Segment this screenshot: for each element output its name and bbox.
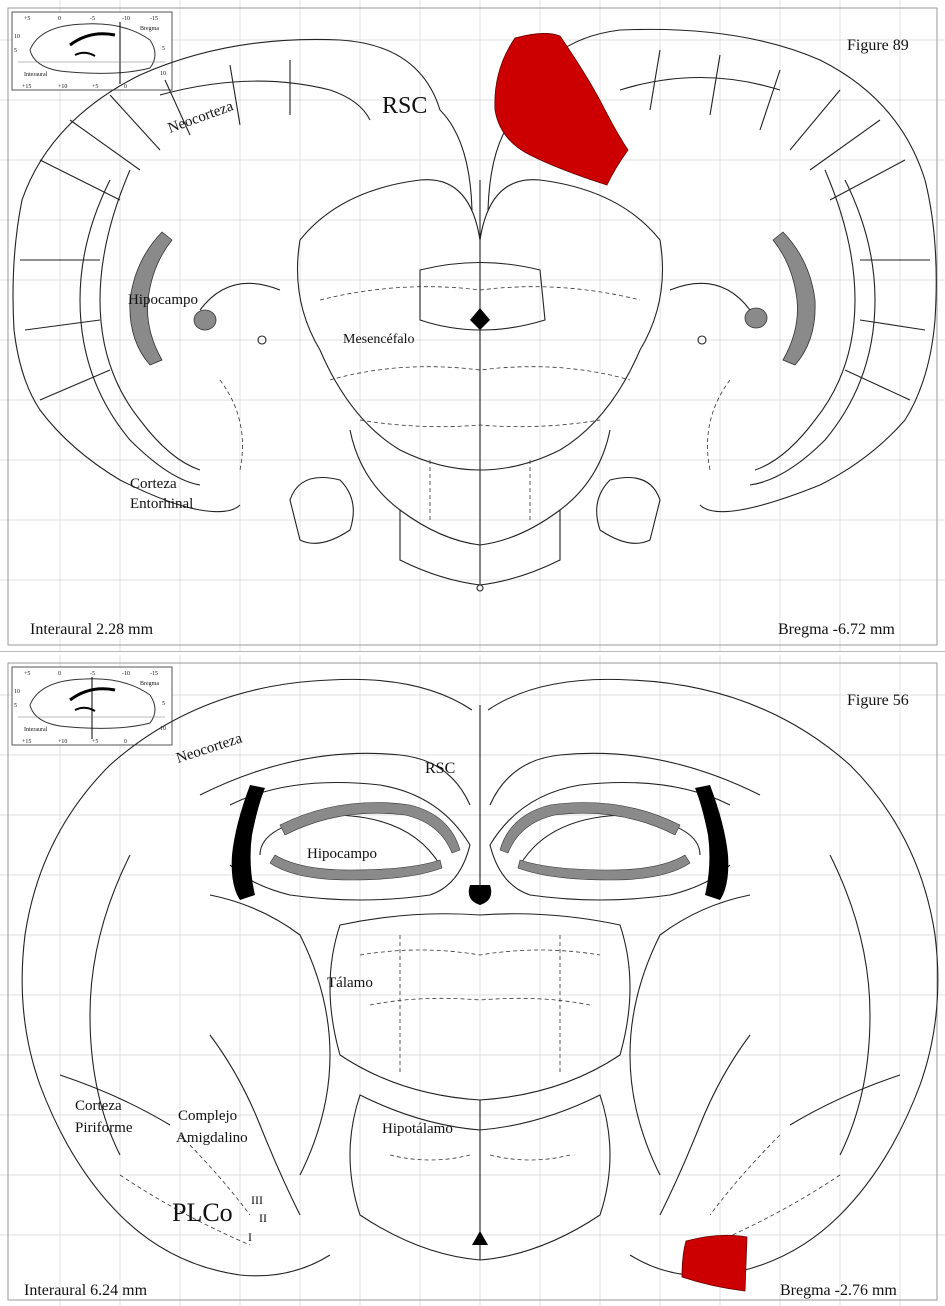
label-layer-i: I bbox=[248, 1230, 252, 1244]
label-neocortex: Neocorteza bbox=[174, 730, 244, 766]
ventricle-tip bbox=[472, 1231, 488, 1245]
inset-left-tick: 10 bbox=[14, 34, 20, 40]
bregma-coordinate: Bregma -6.72 mm bbox=[778, 621, 895, 638]
reference-grid bbox=[0, 655, 945, 1306]
hippocampus-band-right bbox=[518, 855, 690, 880]
cerebral-aqueduct bbox=[470, 308, 490, 330]
label-hippocampus: Hipocampo bbox=[128, 292, 198, 308]
atlas-plate-figure-89: +5 0 -5 -10 -15 Bregma Interaural +15 +1… bbox=[0, 0, 945, 651]
label-hippocampus: Hipocampo bbox=[307, 846, 377, 862]
inset-right-tick: 5 bbox=[162, 46, 165, 52]
inset-bottom-tick: 0 bbox=[124, 739, 127, 745]
plco-highlight-region bbox=[682, 1235, 747, 1291]
hippocampus-spot-left bbox=[194, 310, 216, 330]
figure-number: Figure 56 bbox=[847, 692, 909, 709]
inset-bottom-tick: +15 bbox=[22, 84, 31, 90]
bregma-coordinate: Bregma -2.76 mm bbox=[780, 1282, 897, 1299]
atlas-plate-figure-56: +5 0 -5 -10 -15 Bregma Interaural +15 +1… bbox=[0, 655, 945, 1306]
inset-bottom-tick: +5 bbox=[92, 739, 98, 745]
sagittal-inset: +5 0 -5 -10 -15 Bregma Interaural +15 +1… bbox=[12, 667, 172, 745]
inset-bottom-tick: +10 bbox=[58, 739, 67, 745]
inset-left-tick: 5 bbox=[14, 703, 17, 709]
label-hypothalamus: Hipotálamo bbox=[382, 1121, 453, 1137]
coronal-section-drawing: +5 0 -5 -10 -15 Bregma Interaural +15 +1… bbox=[0, 0, 945, 651]
hippocampus-spot-right bbox=[745, 308, 767, 328]
inset-bottom-tick: 0 bbox=[124, 84, 127, 90]
interaural-coordinate: Interaural 2.28 mm bbox=[30, 621, 154, 638]
label-layer-ii: II bbox=[259, 1211, 267, 1225]
inset-bottom-tick: +5 bbox=[92, 84, 98, 90]
inset-interaural-label: Interaural bbox=[24, 727, 48, 733]
inset-left-tick: 5 bbox=[14, 48, 17, 54]
inset-top-tick: -5 bbox=[90, 16, 95, 22]
label-midbrain: Mesencéfalo bbox=[343, 332, 415, 347]
inset-bregma-label: Bregma bbox=[140, 26, 159, 32]
inset-interaural-label: Interaural bbox=[24, 72, 48, 78]
label-entorhinal-cortex: Entorhinal bbox=[130, 496, 193, 512]
inset-right-tick: 10 bbox=[160, 71, 166, 77]
label-piriform-cortex: Corteza bbox=[75, 1098, 122, 1114]
inset-top-tick: -10 bbox=[122, 671, 130, 677]
rsc-highlight-region bbox=[495, 33, 628, 185]
inset-bregma-label: Bregma bbox=[140, 681, 159, 687]
label-amygdaloid-complex: Complejo bbox=[178, 1108, 237, 1124]
interaural-coordinate: Interaural 6.24 mm bbox=[24, 1282, 148, 1299]
inset-top-tick: -10 bbox=[122, 16, 130, 22]
hippocampus-band-right bbox=[500, 803, 680, 854]
label-rsc: RSC bbox=[425, 760, 455, 777]
label-entorhinal-cortex: Corteza bbox=[130, 476, 177, 492]
hippocampus-band-right bbox=[773, 232, 815, 365]
inset-top-tick: -15 bbox=[150, 16, 158, 22]
label-rsc: RSC bbox=[382, 93, 427, 119]
inset-top-tick: 0 bbox=[58, 671, 61, 677]
label-thalamus: Tálamo bbox=[327, 975, 373, 991]
sagittal-inset: +5 0 -5 -10 -15 Bregma Interaural +15 +1… bbox=[12, 12, 172, 90]
inset-bottom-tick: +10 bbox=[58, 84, 67, 90]
label-amygdaloid-complex: Amigdalino bbox=[176, 1130, 248, 1146]
inset-left-tick: 10 bbox=[14, 689, 20, 695]
inset-bottom-tick: +15 bbox=[22, 739, 31, 745]
third-ventricle bbox=[469, 885, 492, 905]
inset-top-tick: -5 bbox=[90, 671, 95, 677]
label-piriform-cortex: Piriforme bbox=[75, 1120, 133, 1136]
inset-top-tick: -15 bbox=[150, 671, 158, 677]
coronal-section-drawing: +5 0 -5 -10 -15 Bregma Interaural +15 +1… bbox=[0, 655, 945, 1306]
figure-number: Figure 89 bbox=[847, 37, 909, 54]
plate-frame bbox=[8, 663, 937, 1300]
inset-right-tick: 5 bbox=[162, 701, 165, 707]
inset-top-tick: +5 bbox=[24, 671, 30, 677]
label-layer-iii: III bbox=[251, 1193, 263, 1207]
label-plco: PLCo bbox=[172, 1198, 233, 1227]
inset-top-tick: +5 bbox=[24, 16, 30, 22]
inset-top-tick: 0 bbox=[58, 16, 61, 22]
